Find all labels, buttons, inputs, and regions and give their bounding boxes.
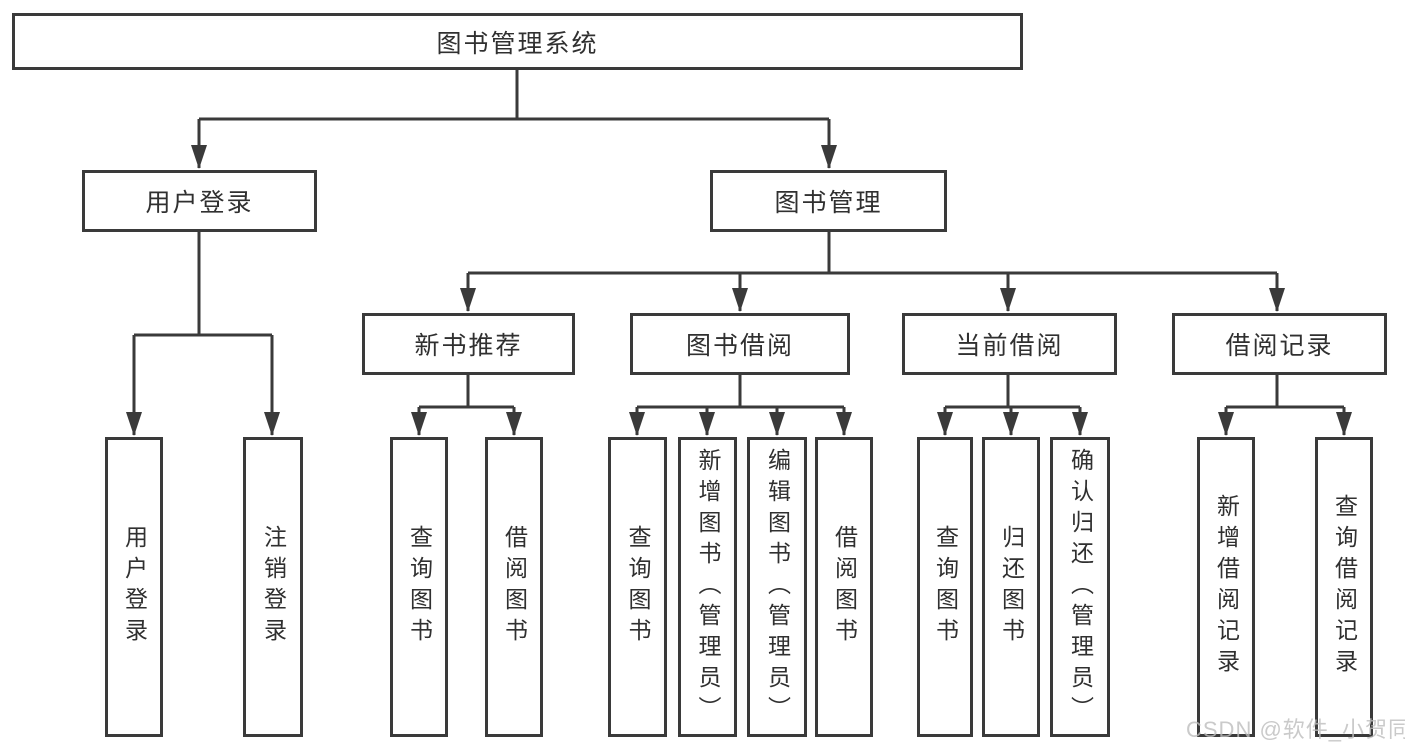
node-logout-action: 注销登录	[243, 437, 303, 737]
node-query-books-recommend: 查询图书	[390, 437, 448, 737]
node-label: 查询图书	[932, 525, 959, 649]
node-label: 借阅记录	[1225, 332, 1334, 360]
node-query-books-current: 查询图书	[917, 437, 973, 737]
node-label: 用户登录	[145, 189, 254, 217]
node-label: 新增借阅记录	[1213, 494, 1240, 680]
node-label: 新书推荐	[414, 332, 523, 360]
node-label: 新增图书（管理员）	[695, 447, 721, 727]
node-edit-books-admin: 编辑图书（管理员）	[747, 437, 807, 737]
node-confirm-return-admin: 确认归还（管理员）	[1050, 437, 1110, 737]
node-user-login: 用户登录	[82, 170, 317, 232]
node-label: 图书管理	[774, 189, 883, 217]
node-label: 借阅图书	[831, 525, 858, 649]
node-label: 注销登录	[260, 525, 287, 649]
node-label: 查询图书	[625, 525, 651, 649]
node-label: 图书管理系统	[436, 29, 599, 58]
node-label: 确认归还（管理员）	[1067, 447, 1094, 727]
watermark: CSDN @软件_小贺同学	[1186, 717, 1405, 742]
node-add-books-admin: 新增图书（管理员）	[678, 437, 737, 737]
node-return-books: 归还图书	[982, 437, 1040, 737]
node-query-books-borrowing: 查询图书	[608, 437, 667, 737]
node-label: 图书借阅	[685, 332, 794, 360]
node-borrowing-records: 借阅记录	[1172, 313, 1387, 375]
node-query-borrow-record: 查询借阅记录	[1315, 437, 1373, 737]
node-add-borrow-record: 新增借阅记录	[1197, 437, 1255, 737]
node-label: 查询图书	[406, 525, 433, 649]
node-label: 当前借阅	[955, 332, 1064, 360]
node-new-book-recommendation: 新书推荐	[362, 313, 575, 375]
node-book-borrowing: 图书借阅	[630, 313, 850, 375]
node-borrow-books: 借阅图书	[815, 437, 873, 737]
node-library-system: 图书管理系统	[12, 13, 1023, 70]
node-borrow-books-recommend: 借阅图书	[485, 437, 543, 737]
node-label: 借阅图书	[501, 525, 528, 649]
node-label: 编辑图书（管理员）	[764, 447, 791, 727]
node-current-borrowing: 当前借阅	[902, 313, 1117, 375]
node-label: 查询借阅记录	[1331, 494, 1358, 680]
node-book-management: 图书管理	[710, 170, 947, 232]
node-label: 用户登录	[121, 525, 148, 649]
node-user-login-action: 用户登录	[105, 437, 163, 737]
node-label: 归还图书	[998, 525, 1025, 649]
